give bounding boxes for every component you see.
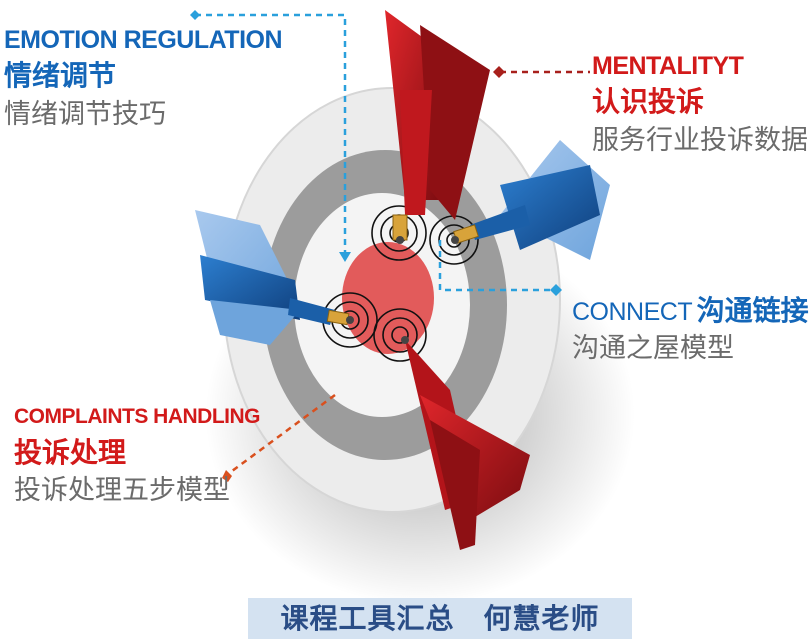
target-bullseye: [342, 242, 434, 354]
complaints-zh-title: 投诉处理: [14, 437, 127, 469]
complaints-subtitle: 投诉处理五步模型: [14, 475, 230, 507]
connect-en-title: CONNECT: [572, 298, 693, 326]
connector-emotion: [195, 13, 347, 255]
emotion-zh-title: 情绪调节: [4, 60, 117, 92]
hit-ring-red-bottom: [373, 308, 427, 362]
connector-connect-diamond: [550, 284, 562, 296]
connector-mentality-diamond: [493, 66, 505, 78]
emotion-subtitle: 情绪调节技巧: [4, 98, 166, 130]
mentality-zh-title: 认识投诉: [592, 86, 705, 118]
connect-zh-title: 沟通链接: [696, 295, 809, 326]
connector-emotion-diamond: [190, 10, 200, 20]
mentality-en-title: MENTALITYT: [592, 52, 744, 80]
connector-connect: [438, 240, 556, 292]
complaints-en-title: COMPLAINTS HANDLING: [14, 405, 261, 428]
connector-complaints: [227, 393, 336, 476]
blue-dart-right: [451, 140, 610, 260]
connect-label: CONNECT 沟通链接 沟通之屋模型: [572, 296, 809, 364]
red-dart-top: [385, 10, 490, 244]
blue-dart-left: [195, 210, 354, 345]
emotion-en-title: EMOTION REGULATION: [4, 26, 283, 54]
mentality-subtitle: 服务行业投诉数据: [592, 124, 808, 156]
footer-banner: 课程工具汇总 何慧老师: [248, 598, 632, 639]
complaints-handling-label: COMPLAINTS HANDLING 投诉处理 投诉处理五步模型: [14, 405, 261, 507]
connector-complaints-diamond: [222, 470, 232, 482]
connect-subtitle: 沟通之屋模型: [572, 333, 734, 365]
red-dart-bottom: [401, 336, 530, 550]
mentality-label: MENTALITYT 认识投诉 服务行业投诉数据: [592, 53, 808, 155]
emotion-regulation-label: EMOTION REGULATION 情绪调节 情绪调节技巧: [4, 26, 283, 130]
connector-emotion-arrow: [339, 252, 351, 262]
